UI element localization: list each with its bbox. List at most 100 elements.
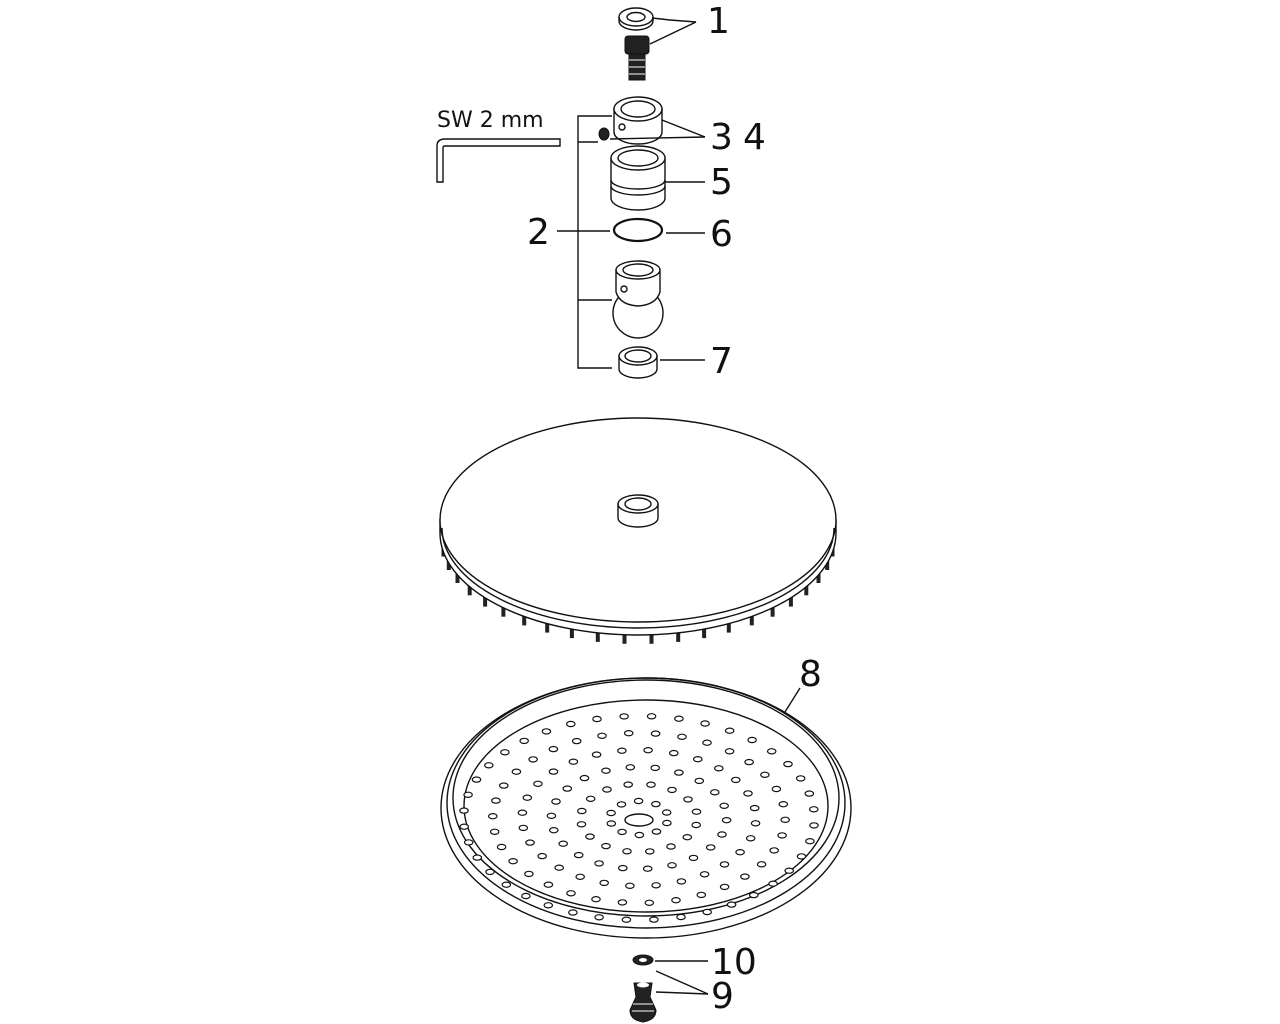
spray-nozzle bbox=[717, 831, 727, 838]
spray-nozzle bbox=[644, 899, 655, 907]
spray-nozzle bbox=[562, 785, 573, 792]
callout-7: 7 bbox=[710, 341, 733, 382]
spray-nozzle bbox=[692, 756, 703, 763]
spray-nozzle bbox=[606, 809, 616, 817]
spray-nozzle bbox=[619, 713, 629, 720]
spray-nozzle bbox=[591, 896, 601, 903]
shower-head-tooth bbox=[595, 630, 600, 642]
spray-nozzle bbox=[768, 880, 778, 887]
spray-nozzle bbox=[568, 758, 579, 765]
spray-nozzle bbox=[633, 797, 644, 805]
spray-nozzle bbox=[702, 908, 712, 916]
spray-nozzle bbox=[651, 828, 662, 835]
spray-nozzle bbox=[668, 749, 679, 757]
spray-nozzle bbox=[543, 902, 554, 909]
spray-nozzle bbox=[682, 834, 693, 841]
part-4-grub-screw bbox=[598, 127, 610, 141]
callout-1: 1 bbox=[707, 1, 730, 42]
allen-key-label: SW 2 mm bbox=[437, 108, 544, 133]
spray-nozzle bbox=[666, 843, 676, 850]
spray-nozzle bbox=[651, 882, 661, 889]
spray-nozzle bbox=[566, 890, 576, 897]
spray-nozzle bbox=[519, 737, 529, 745]
spray-nozzle bbox=[459, 807, 469, 814]
spray-nozzle bbox=[500, 749, 510, 756]
spray-nozzle bbox=[517, 809, 528, 816]
spray-nozzle bbox=[533, 780, 543, 788]
spray-nozzle bbox=[463, 791, 473, 799]
spray-nozzle bbox=[688, 854, 699, 862]
spray-nozzle bbox=[597, 732, 607, 740]
spray-nozzle bbox=[617, 864, 628, 872]
spray-nozzle bbox=[571, 737, 582, 745]
spray-nozzle bbox=[676, 913, 686, 921]
spray-nozzle bbox=[662, 819, 672, 827]
spray-nozzle bbox=[778, 801, 789, 808]
spray-nozzle bbox=[699, 871, 710, 878]
part-8-spray-disc bbox=[440, 677, 852, 939]
spray-nozzle bbox=[459, 823, 469, 830]
callout-5: 5 bbox=[710, 162, 733, 203]
spray-nozzle bbox=[568, 909, 578, 916]
spray-nozzle bbox=[521, 892, 531, 900]
spray-nozzle bbox=[606, 820, 617, 827]
spray-nozzle bbox=[804, 790, 815, 797]
callout-9-leaders bbox=[655, 970, 709, 995]
spray-nozzle bbox=[602, 786, 612, 793]
spray-nozzle bbox=[713, 765, 724, 772]
part-10-washer bbox=[632, 954, 654, 966]
spray-nozzle bbox=[522, 794, 533, 801]
spray-nozzle bbox=[780, 816, 790, 824]
shower-head-tooth bbox=[649, 632, 654, 644]
shower-head-tooth bbox=[816, 572, 821, 583]
spray-nozzle bbox=[622, 848, 632, 855]
spray-nozzle bbox=[576, 821, 587, 828]
spray-nozzle bbox=[548, 768, 559, 775]
spray-nozzle bbox=[650, 730, 661, 737]
shower-head-tooth bbox=[622, 632, 627, 644]
spray-nozzle bbox=[594, 914, 604, 921]
spray-nozzle bbox=[651, 800, 661, 808]
shower-head-tooth bbox=[467, 584, 472, 596]
spray-nozzle bbox=[528, 756, 538, 763]
shower-head-tooth bbox=[483, 595, 488, 607]
spray-nozzle bbox=[740, 873, 750, 880]
spray-nozzle bbox=[548, 745, 559, 753]
part-9-insert bbox=[629, 982, 657, 1023]
spray-nozzle bbox=[625, 882, 635, 890]
spray-nozzle bbox=[691, 808, 702, 815]
spray-nozzle bbox=[575, 873, 585, 881]
spray-nozzle bbox=[719, 802, 729, 810]
shower-head-tooth bbox=[545, 621, 550, 633]
spray-nozzle bbox=[674, 715, 684, 722]
spray-nozzle bbox=[525, 839, 535, 846]
callout-3-4-leaders bbox=[609, 119, 706, 140]
spray-nozzle bbox=[674, 769, 684, 776]
shower-head-tooth bbox=[770, 605, 775, 617]
spray-nozzle bbox=[594, 860, 604, 867]
spray-nozzle bbox=[496, 843, 507, 851]
spray-nozzle bbox=[644, 848, 655, 855]
spray-nozzle bbox=[724, 727, 735, 734]
spray-nozzle bbox=[683, 796, 693, 803]
spray-nozzle bbox=[576, 807, 587, 815]
spray-nozzle bbox=[642, 865, 653, 872]
spray-nozzle bbox=[565, 720, 576, 728]
spray-nozzle bbox=[585, 833, 595, 840]
spray-nozzle bbox=[508, 858, 518, 865]
spray-nozzle bbox=[676, 878, 687, 885]
spray-nozzle bbox=[591, 751, 602, 758]
shower-head-tooth bbox=[702, 627, 707, 639]
spray-nozzle bbox=[795, 775, 806, 782]
spray-nozzle bbox=[463, 839, 474, 846]
spray-nozzle bbox=[472, 854, 483, 861]
spray-nozzle bbox=[601, 842, 611, 850]
part-3-collar bbox=[613, 96, 663, 145]
spray-nozzle bbox=[623, 730, 634, 737]
spray-nozzle bbox=[744, 758, 754, 766]
spray-nozzle bbox=[661, 809, 672, 816]
shower-head-body bbox=[439, 417, 837, 644]
spray-nozzle bbox=[498, 782, 509, 789]
spray-nozzle bbox=[671, 897, 681, 904]
